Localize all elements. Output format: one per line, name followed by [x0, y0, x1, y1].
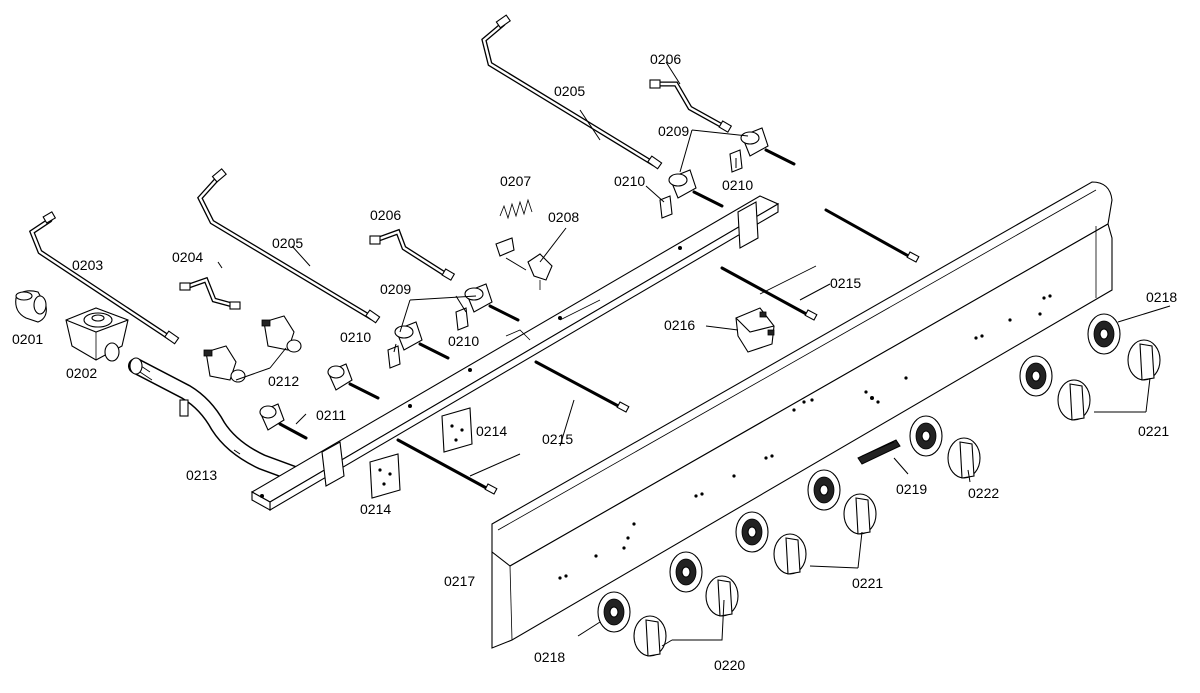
- label-0210-c: 0210: [614, 173, 645, 189]
- label-0206-left: 0206: [370, 207, 401, 223]
- label-0205-right: 0205: [554, 83, 585, 99]
- clip-0210-a: [387, 345, 401, 369]
- label-0210-b: 0210: [448, 333, 479, 349]
- knob-d: [843, 493, 877, 535]
- label-0207: 0207: [500, 173, 531, 189]
- gas-tube-0206-left: [369, 228, 456, 281]
- gas-tube-0206-right: [649, 79, 733, 133]
- label-0209-right: 0209: [658, 123, 689, 139]
- spring-0207: [495, 198, 533, 257]
- solenoid-0212-b: [261, 315, 302, 353]
- leader-lines: [217, 61, 1171, 647]
- gas-tube-0205-right: [481, 14, 663, 170]
- electrode-0215-c: [824, 208, 920, 263]
- manifold-tube-0213: [128, 357, 308, 484]
- bracket-0214-a: [369, 453, 401, 499]
- electrode-0215-a: [396, 438, 498, 495]
- label-0211: 0211: [316, 407, 346, 423]
- gas-tube-0204: [179, 276, 241, 310]
- bezel-3: [735, 511, 769, 553]
- display-0219: [857, 439, 901, 465]
- valve-0211-b: [327, 363, 380, 400]
- electrode-0215-d: [720, 265, 818, 321]
- valve-0211: [259, 403, 308, 440]
- knob-g: [1127, 339, 1161, 381]
- label-0209-left: 0209: [380, 281, 411, 297]
- clip-0210-c: [659, 195, 673, 219]
- elbow-fitting-0201: [15, 290, 47, 323]
- bezel-1: [597, 591, 631, 633]
- gas-tube-0205-left: [197, 168, 381, 324]
- bezel-2: [669, 551, 703, 593]
- label-0218-right: 0218: [1146, 289, 1177, 305]
- label-0217: 0217: [444, 573, 475, 589]
- knobs: [633, 339, 1161, 657]
- label-0215-b: 0215: [830, 275, 861, 291]
- label-0203: 0203: [72, 257, 103, 273]
- gas-tube-0203: [28, 211, 180, 345]
- label-0221-left: 0221: [852, 575, 883, 591]
- label-0216: 0216: [664, 317, 695, 333]
- label-0206-right: 0206: [650, 51, 681, 67]
- burner-rail: [250, 195, 780, 511]
- knob-a: [633, 615, 667, 657]
- label-0210-d: 0210: [722, 177, 753, 193]
- label-0213: 0213: [186, 467, 217, 483]
- label-0210-a: 0210: [340, 329, 371, 345]
- valve-0209-right-b: [740, 127, 796, 166]
- switch-0216: [735, 307, 775, 353]
- part-labels: 0201 0202 0203 0204 0205 0205 0206 0206 …: [12, 51, 1177, 673]
- valve-0209-right-a: [668, 169, 724, 208]
- knob-c: [773, 533, 807, 575]
- label-0222: 0222: [968, 485, 999, 501]
- label-0214-b: 0214: [476, 423, 507, 439]
- bracket-0214-b: [441, 407, 473, 453]
- regulator-0202: [65, 307, 129, 362]
- label-0202: 0202: [66, 365, 97, 381]
- label-0214-a: 0214: [360, 501, 391, 517]
- knob-b: [705, 575, 739, 617]
- label-0219: 0219: [896, 481, 927, 497]
- bezel-7: [1087, 313, 1121, 355]
- label-0218-left: 0218: [534, 649, 565, 665]
- knob-bezels-0218: [597, 313, 1121, 633]
- panel-holes: [558, 294, 1052, 580]
- electrode-0215-b: [534, 360, 630, 413]
- label-0201: 0201: [12, 331, 43, 347]
- knob-e: [947, 437, 981, 479]
- valve-0209-left-a: [394, 321, 450, 360]
- clip-0210-b: [455, 307, 469, 331]
- solenoid-0212-a: [203, 345, 246, 383]
- bezel-4: [807, 469, 841, 511]
- bezel-6: [1019, 355, 1053, 397]
- valve-0209-left-b: [464, 283, 520, 322]
- label-0205-left: 0205: [272, 235, 303, 251]
- label-0212: 0212: [268, 373, 299, 389]
- label-0204: 0204: [172, 249, 203, 265]
- label-0215-a: 0215: [542, 431, 573, 447]
- knob-f: [1057, 379, 1091, 421]
- elbow-0208: [527, 253, 553, 290]
- label-0220: 0220: [714, 657, 745, 673]
- bezel-5: [909, 415, 943, 457]
- label-0208: 0208: [548, 209, 579, 225]
- control-panel-0217: [491, 181, 1113, 649]
- label-0221-right: 0221: [1138, 423, 1169, 439]
